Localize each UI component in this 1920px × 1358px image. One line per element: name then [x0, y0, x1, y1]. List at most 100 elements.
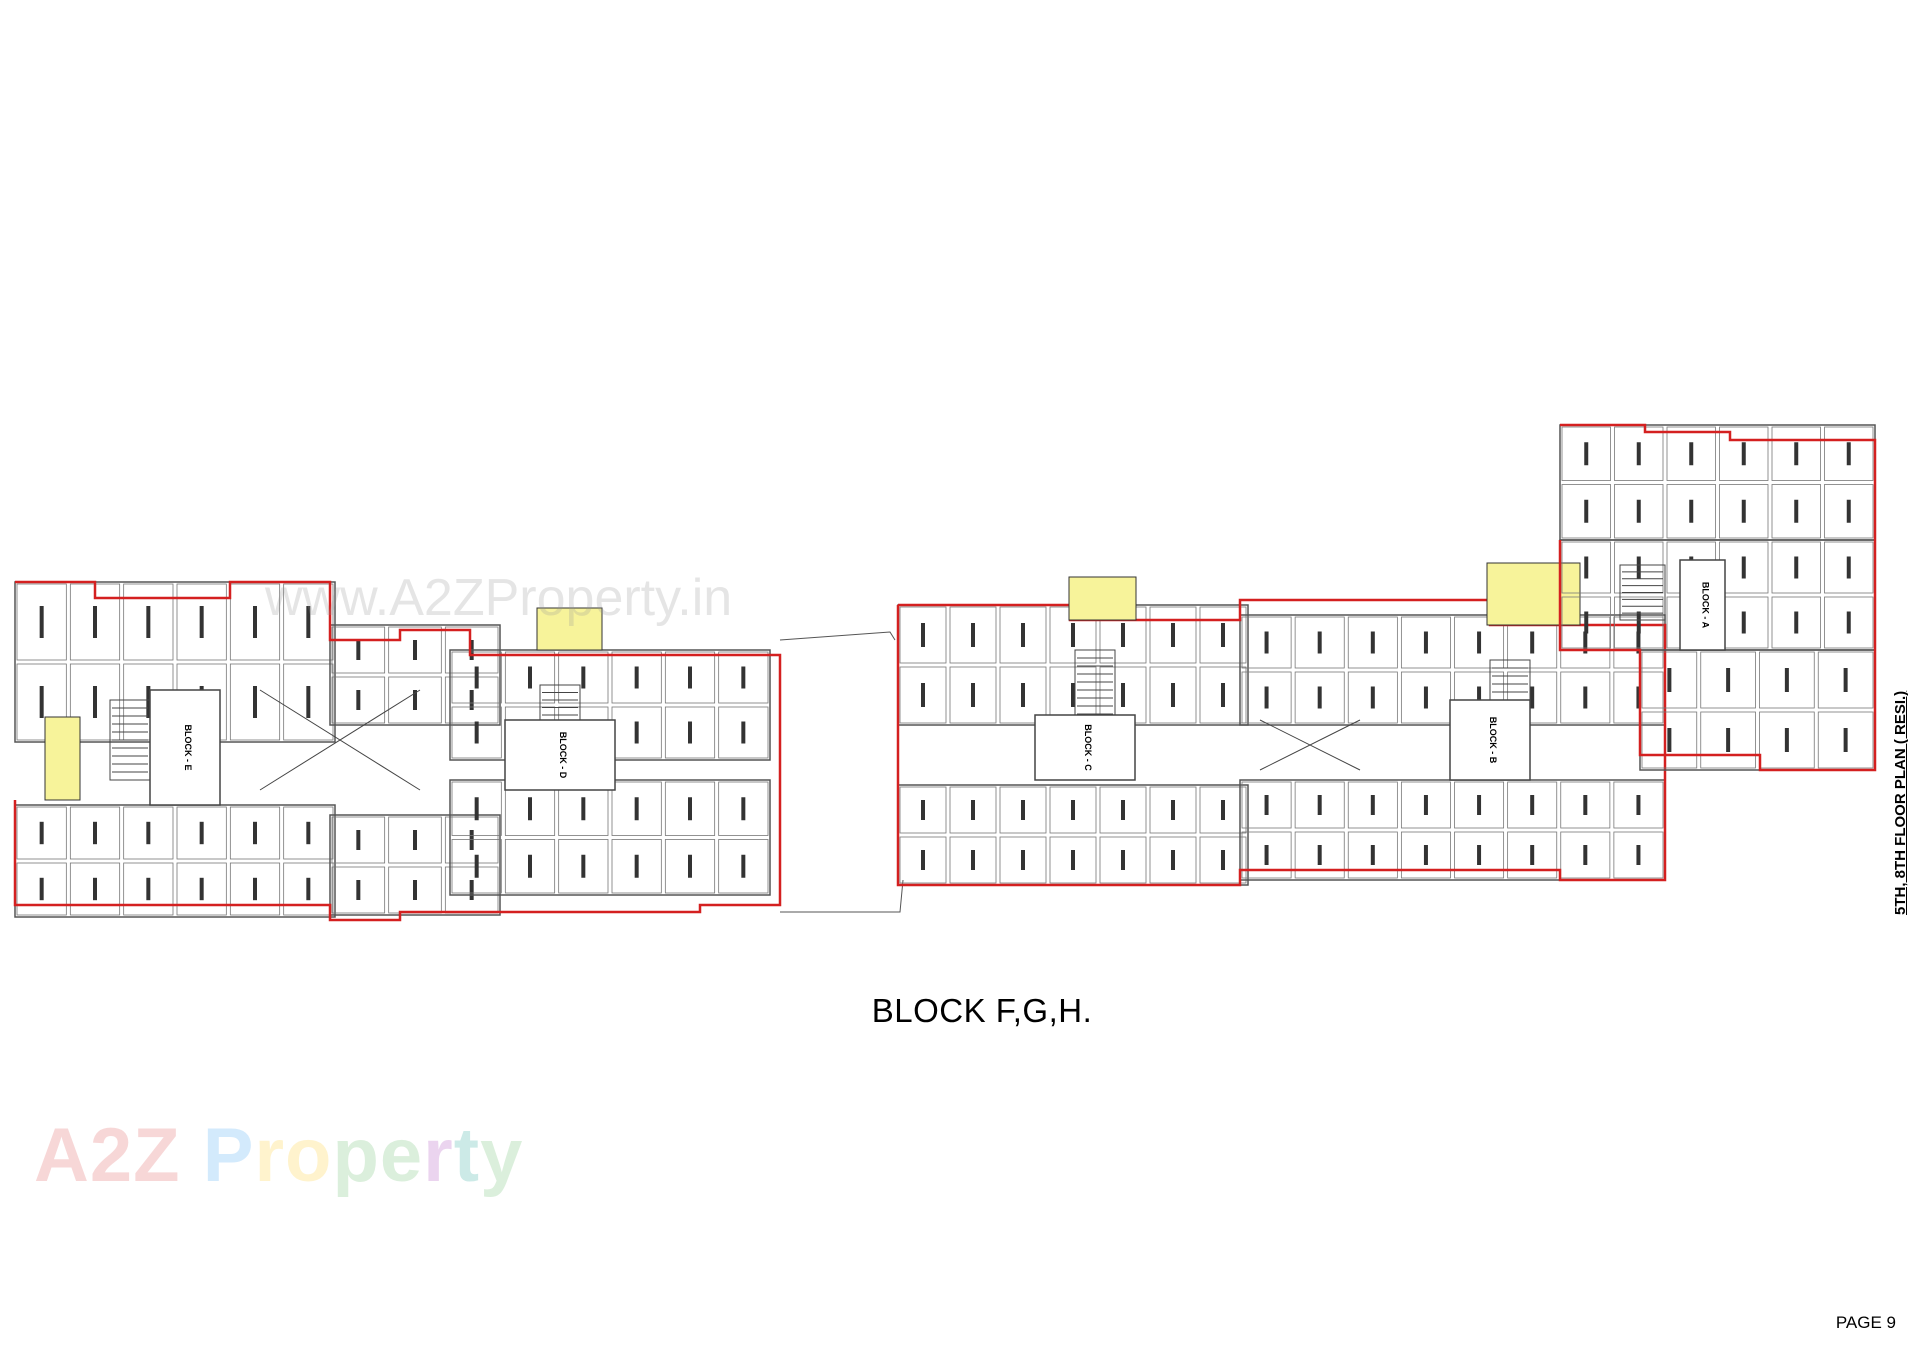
room-label [1794, 556, 1799, 579]
room-label [528, 797, 532, 821]
room [1613, 671, 1664, 724]
room [1149, 836, 1197, 884]
room [69, 663, 121, 741]
outer-wall [896, 598, 1667, 887]
room-label [1726, 728, 1731, 752]
room [1613, 831, 1664, 879]
room-label [1689, 499, 1694, 523]
room [1400, 781, 1451, 829]
refuge-area [1068, 576, 1137, 621]
room-label [1530, 631, 1535, 654]
room [718, 781, 769, 836]
room-label [1584, 442, 1589, 466]
room-label [741, 666, 746, 689]
room [1454, 616, 1505, 669]
room [331, 816, 386, 864]
room-label [634, 797, 639, 821]
room [1294, 616, 1345, 669]
room-label [581, 854, 586, 878]
room [123, 862, 174, 916]
room-label [146, 821, 151, 845]
room-label [634, 854, 639, 878]
room-label [413, 830, 417, 850]
room [16, 806, 67, 860]
room-label [474, 666, 479, 689]
room-label [93, 821, 97, 845]
room [899, 836, 947, 884]
room-label [1423, 845, 1428, 865]
room [444, 676, 499, 724]
room [899, 666, 947, 724]
connector [779, 631, 896, 641]
room-label [1071, 850, 1075, 870]
room [1614, 484, 1664, 539]
room [1507, 831, 1558, 879]
room-label [1843, 668, 1848, 692]
room-label [1636, 631, 1641, 654]
room [1294, 781, 1345, 829]
room [1099, 786, 1147, 834]
room-label [253, 877, 257, 901]
block-label: BLOCK - C [1083, 724, 1093, 771]
room [283, 862, 334, 916]
room [1824, 541, 1874, 594]
room [949, 666, 997, 724]
room [1759, 711, 1815, 769]
room [1771, 541, 1821, 594]
room [229, 583, 281, 661]
room [1561, 596, 1611, 649]
room-label [1264, 631, 1269, 654]
room-label [1221, 623, 1225, 647]
room-label [1584, 611, 1589, 634]
room-label [634, 721, 639, 744]
room-label [741, 721, 746, 744]
room-label [1843, 728, 1848, 752]
room-label [1477, 795, 1482, 815]
room-label [1667, 668, 1672, 692]
room-label [1317, 686, 1322, 709]
room [1199, 786, 1247, 834]
room-label [1846, 611, 1851, 634]
room [1759, 651, 1815, 709]
room-label [1794, 611, 1799, 634]
block-label: BLOCK - E [183, 725, 193, 771]
room [1666, 426, 1716, 481]
room-label [921, 683, 925, 707]
room-label [306, 877, 311, 901]
room-label [39, 877, 44, 901]
room-label [1741, 442, 1746, 466]
room [1614, 596, 1664, 649]
room [558, 839, 609, 894]
open-to-sky-line [259, 689, 421, 791]
room [123, 583, 174, 661]
room [611, 781, 662, 836]
room [331, 626, 386, 674]
room [1241, 831, 1292, 879]
room [999, 786, 1047, 834]
room [558, 651, 609, 704]
room-label [1784, 668, 1789, 692]
room [1400, 616, 1451, 669]
room-label [1021, 850, 1025, 870]
room-label [306, 821, 311, 845]
room-label [474, 797, 479, 821]
room [949, 836, 997, 884]
room [1454, 831, 1505, 879]
room-label [1370, 631, 1375, 654]
room [176, 583, 227, 661]
room [1641, 711, 1698, 769]
room-label [1530, 686, 1535, 709]
room [1099, 836, 1147, 884]
room [1700, 711, 1756, 769]
room [229, 862, 281, 916]
room [451, 706, 502, 759]
room-label [1530, 845, 1535, 865]
room-label [146, 877, 151, 901]
room-label [1423, 686, 1428, 709]
room [1454, 781, 1505, 829]
room [1700, 651, 1756, 709]
room [1561, 426, 1611, 481]
room [176, 806, 227, 860]
room-label [39, 606, 44, 638]
room-label [1370, 795, 1375, 815]
